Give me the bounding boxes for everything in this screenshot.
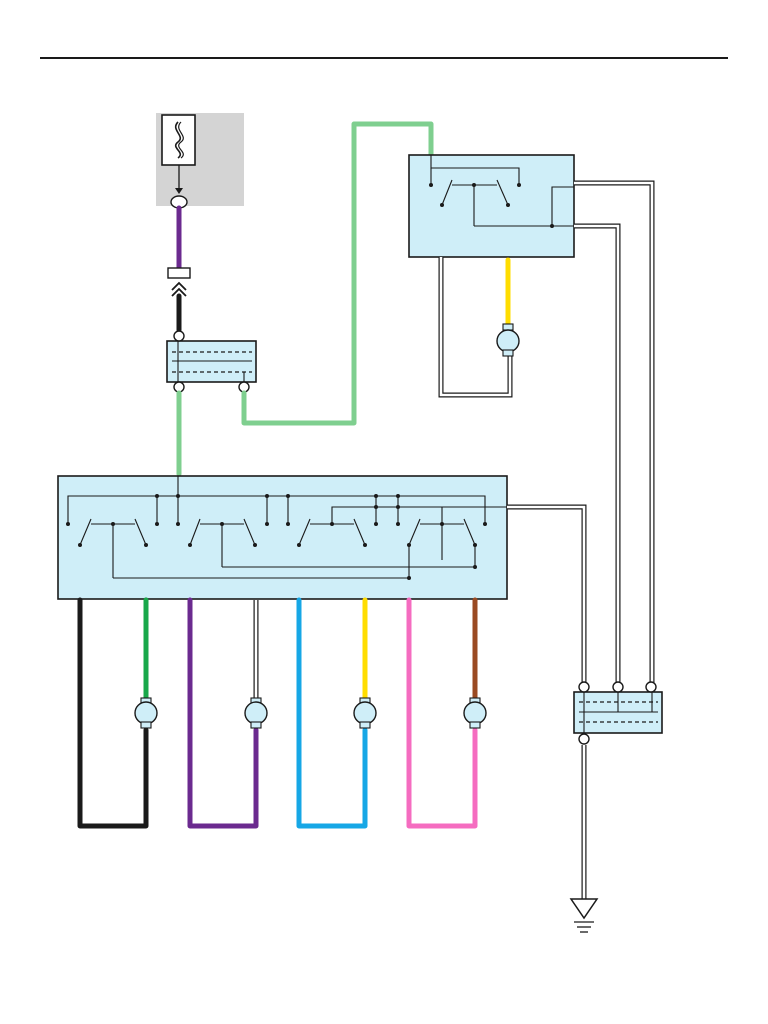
right-junction-block — [573, 681, 663, 745]
wire-blue-loop — [296, 597, 368, 829]
wire-white-main-to-junction — [507, 504, 587, 685]
motor-icon — [463, 697, 487, 729]
connector-icon — [167, 267, 191, 297]
fuse-icon — [161, 114, 196, 166]
motor-icon — [134, 697, 158, 729]
ground-icon — [569, 898, 599, 933]
motor-icon — [353, 697, 377, 729]
wire-white-top — [438, 257, 513, 398]
motor-icon — [496, 323, 520, 357]
wire-white-bundle-right — [574, 180, 655, 685]
main-switch-box — [57, 475, 508, 600]
wire-pink-loop — [406, 597, 478, 829]
top-switch-box — [408, 154, 575, 258]
junction-block — [166, 330, 257, 393]
wire-lightgreen-to-top — [241, 121, 434, 426]
motor-icon — [244, 697, 268, 729]
wire-purple-loop — [187, 597, 259, 829]
fuse-block — [156, 113, 244, 209]
